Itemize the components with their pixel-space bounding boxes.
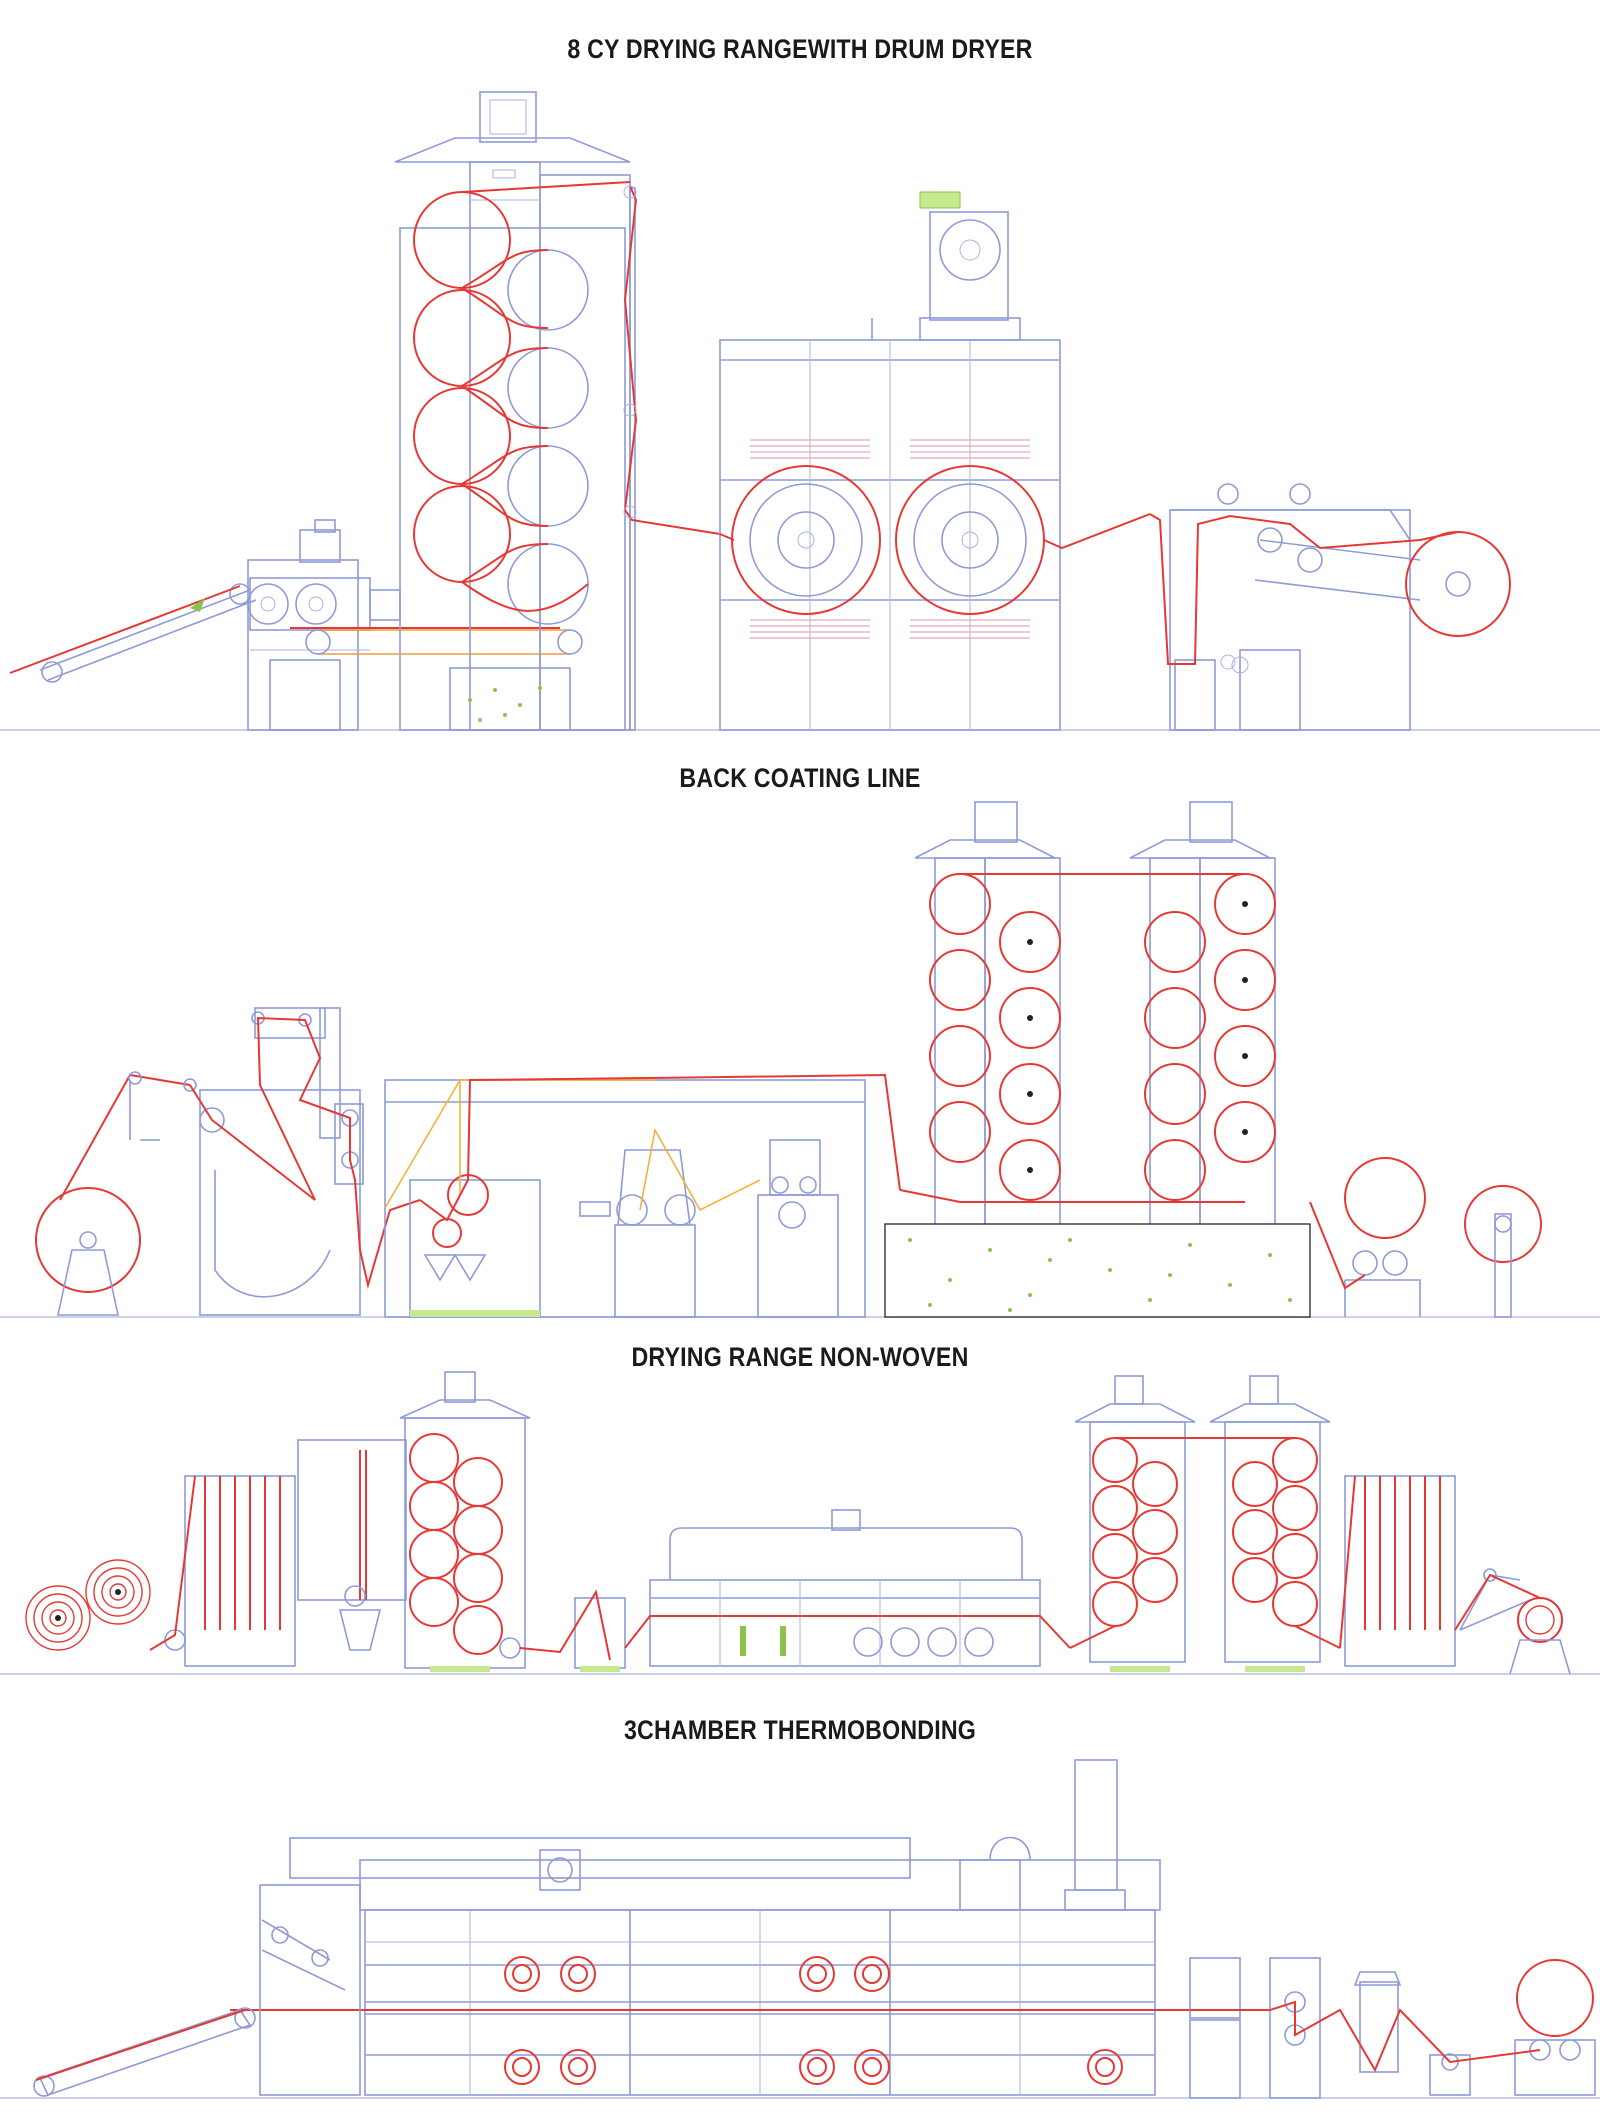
thermobonding-diagram [0, 1759, 1600, 2099]
exit-units [1189, 1957, 1596, 2099]
three-chamber-oven [230, 1836, 1190, 2096]
j-scray-2 [1339, 1475, 1456, 1667]
spiral-rolls [25, 1559, 151, 1651]
back-coating-diagram [0, 801, 1600, 1318]
padder-unit [247, 519, 401, 731]
non-woven-diagram [0, 1371, 1600, 1675]
section-title: 3CHAMBER THERMOBONDING [623, 1715, 977, 1745]
flat-dryer [624, 1509, 1071, 1667]
section-back-coating-line: BACK COATING LINE [0, 740, 1600, 1330]
exhaust-stack [1064, 1759, 1126, 1911]
section-title: DRYING RANGE NON-WOVEN [631, 1342, 969, 1372]
coating-unit [384, 1073, 901, 1318]
winder-unit [1454, 1568, 1571, 1675]
section-3chamber-thermobonding: 3CHAMBER THERMOBONDING [0, 1710, 1600, 2118]
padder-unit [499, 1589, 626, 1672]
squeeze-unit [757, 1139, 839, 1318]
cylinder-dryer-tower [394, 91, 721, 731]
cylinder-tower-2 [1069, 1375, 1341, 1672]
fabric-guider [128, 1007, 421, 1316]
drum-dryer [719, 191, 1151, 731]
section-drying-range-drum-dryer: 8 CY DRYING RANGEWITH DRUM DRYER [0, 0, 1600, 740]
unwind-roll [35, 1073, 191, 1316]
entry-feeder [33, 1884, 361, 2097]
section-title: 8 CY DRYING RANGEWITH DRUM DRYER [567, 34, 1033, 64]
burner-fans [504, 1956, 1123, 2085]
cylinder-tower-1 [297, 1371, 531, 1672]
twin-cylinder-dryers [884, 801, 1311, 1318]
lower-belt [290, 627, 583, 655]
section-title: BACK COATING LINE [679, 763, 921, 793]
feed-conveyor [9, 583, 257, 683]
winding-unit [1149, 483, 1511, 731]
knife-coater [579, 1127, 761, 1318]
filler-base [884, 1223, 1311, 1318]
section-drying-range-non-woven: DRYING RANGE NON-WOVEN [0, 1330, 1600, 1710]
rewind-unit [1309, 1157, 1542, 1318]
j-scray-1 [149, 1475, 296, 1667]
drum-dryer-diagram [0, 91, 1600, 731]
